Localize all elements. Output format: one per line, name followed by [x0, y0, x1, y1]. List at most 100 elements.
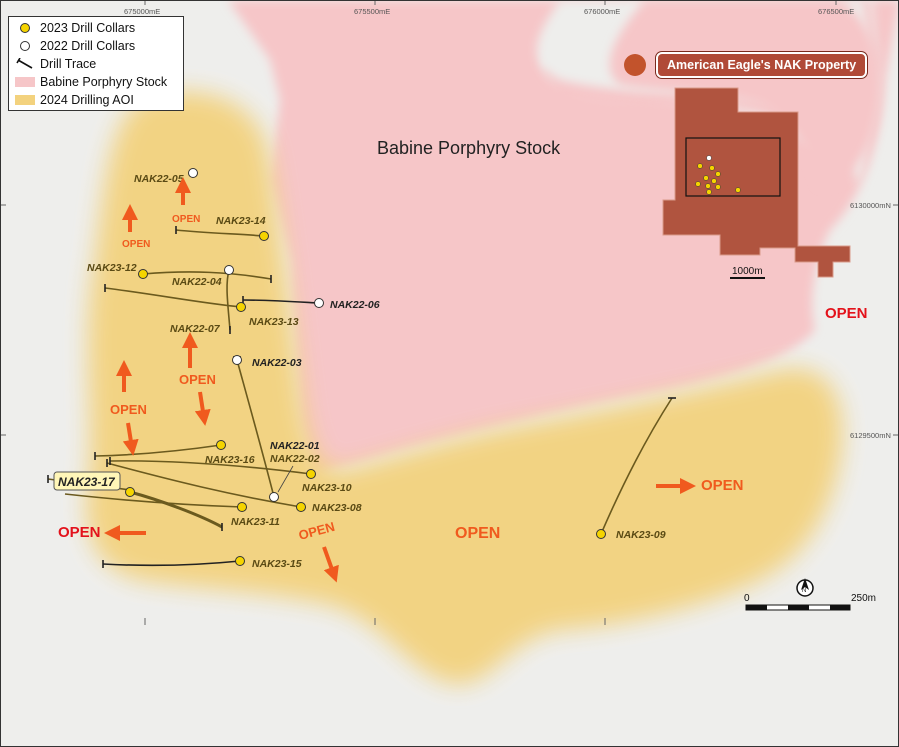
property-title: American Eagle's NAK Property	[656, 52, 868, 78]
trace-nak23-15	[102, 560, 241, 567]
drilling-aoi-area	[86, 91, 843, 685]
trace-nak23-11	[64, 493, 243, 508]
collar-nak22-06	[314, 298, 324, 308]
yellow-swatch-icon	[15, 95, 35, 105]
open-label-8: OPEN	[58, 524, 101, 541]
map-legend: 2023 Drill Collars 2022 Drill Collars Dr…	[8, 16, 184, 111]
label-nak23-15: NAK23-15	[252, 558, 302, 570]
label-nak22-02: NAK22-02	[270, 453, 320, 465]
label-nak23-09: NAK23-09	[616, 529, 666, 541]
trace-nak22-04-b	[104, 287, 242, 308]
open-label-4: OPEN	[110, 402, 147, 417]
trace-nak23-12	[142, 271, 272, 280]
legend-label: Babine Porphyry Stock	[40, 75, 168, 89]
label-nak22-04: NAK22-04	[172, 276, 222, 288]
collar-nak22-05	[188, 168, 198, 178]
yellow-circle-icon	[20, 23, 30, 33]
collar-nak23-08	[296, 502, 306, 512]
legend-item-stock: Babine Porphyry Stock	[14, 73, 178, 91]
legend-item-2022-collars: 2022 Drill Collars	[14, 37, 178, 55]
trace-nak23-08	[106, 462, 302, 508]
trace-nak23-14	[175, 229, 265, 237]
collar-nak23-09	[596, 529, 606, 539]
open-arrows	[104, 177, 696, 583]
arrow-down-2	[122, 422, 139, 456]
open-label-9: OPEN	[825, 305, 868, 322]
scale-start-label: 0	[744, 593, 750, 604]
collar-nak23-15	[235, 556, 245, 566]
label-nak22-06: NAK22-06	[330, 299, 380, 311]
drill-trace-icon	[16, 58, 33, 69]
legend-item-aoi: 2024 Drilling AOI	[14, 91, 178, 109]
collar-nak22-04	[224, 265, 234, 275]
collar-nak23-11	[237, 502, 247, 512]
open-label-2: OPEN	[122, 239, 150, 250]
easting-label-3: 676000mE	[584, 7, 620, 16]
north-arrow-icon: N	[796, 578, 814, 597]
label-nak23-17: NAK23-17	[58, 475, 116, 489]
open-label-7: OPEN	[701, 477, 744, 494]
label-nak23-16: NAK23-16	[205, 454, 255, 466]
label-nak22-05: NAK22-05	[134, 173, 184, 185]
label-nak23-08: NAK23-08	[312, 502, 362, 514]
collar-nak23-14	[259, 231, 269, 241]
legend-item-drill-trace: Drill Trace	[14, 55, 178, 73]
scale-end-label: 250m	[851, 593, 876, 604]
hole-labels: NAK22-05 NAK23-14 NAK23-12 NAK22-04 NAK2…	[87, 173, 666, 570]
open-label-6: OPEN	[455, 525, 500, 542]
stock-label: Babine Porphyry Stock	[377, 138, 561, 158]
collar-nak23-12	[138, 269, 148, 279]
babine-porphyry-stock-east	[609, 0, 880, 185]
label-nak22-07: NAK22-07	[170, 323, 221, 335]
eagle-logo-icon	[624, 54, 646, 76]
collar-nak23-17	[125, 487, 135, 497]
easting-label-2: 675500mE	[354, 7, 390, 16]
northing-label-1: 6130000mN	[850, 201, 891, 210]
trace-nak22-03	[236, 359, 275, 498]
trace-nak23-16	[94, 444, 222, 457]
label-nak23-11: NAK23-11	[231, 516, 280, 528]
property-outline	[662, 87, 851, 278]
property-inset: 1000m	[662, 87, 851, 279]
trace-nak23-10	[109, 460, 312, 475]
label-nak23-10: NAK23-10	[302, 482, 352, 494]
label-nak23-13: NAK23-13	[249, 316, 299, 328]
trace-nak23-09	[600, 397, 673, 535]
legend-item-2023-collars: 2023 Drill Collars	[14, 19, 178, 37]
easting-label-4: 676500mE	[818, 7, 854, 16]
legend-label: 2023 Drill Collars	[40, 21, 136, 35]
collar-nak22-01	[269, 492, 279, 502]
trace-nak23-17	[129, 490, 223, 529]
pink-swatch-icon	[15, 77, 35, 87]
label-nak23-14: NAK23-14	[216, 215, 266, 227]
inset-study-box	[685, 137, 781, 197]
arrow-down-1	[194, 391, 211, 426]
legend-label: 2024 Drilling AOI	[40, 93, 134, 107]
collar-nak22-03	[232, 355, 242, 365]
inset-collars	[695, 155, 741, 195]
collar-nak23-16	[216, 440, 226, 450]
nak22-02-leader	[277, 465, 294, 493]
label-nak23-12: NAK23-12	[87, 262, 137, 274]
legend-label: 2022 Drill Collars	[40, 39, 136, 53]
property-title-badge: American Eagle's NAK Property	[624, 52, 868, 78]
trace-nak22-06	[242, 299, 320, 304]
north-label: N	[802, 588, 806, 594]
northing-label-2: 6129500mN	[850, 431, 891, 440]
inset-scale-label: 1000m	[732, 266, 763, 277]
easting-label-1: 675000mE	[124, 7, 160, 16]
label-nak22-01: NAK22-01	[270, 440, 320, 452]
white-circle-icon	[20, 41, 30, 51]
arrow-downright-1	[322, 546, 339, 583]
open-label-3: OPEN	[179, 372, 216, 387]
legend-label: Drill Trace	[40, 57, 97, 71]
label-nak22-03: NAK22-03	[252, 357, 302, 369]
collar-nak23-10	[306, 469, 316, 479]
open-labels-red: OPEN OPEN	[58, 305, 868, 541]
collar-nak23-13	[236, 302, 246, 312]
easting-grid: 675000mE 675500mE 676000mE 676500mE	[124, 0, 854, 625]
open-label-1: OPEN	[172, 214, 200, 225]
collars	[125, 168, 606, 566]
scale-bar: 0 250m	[744, 593, 876, 611]
